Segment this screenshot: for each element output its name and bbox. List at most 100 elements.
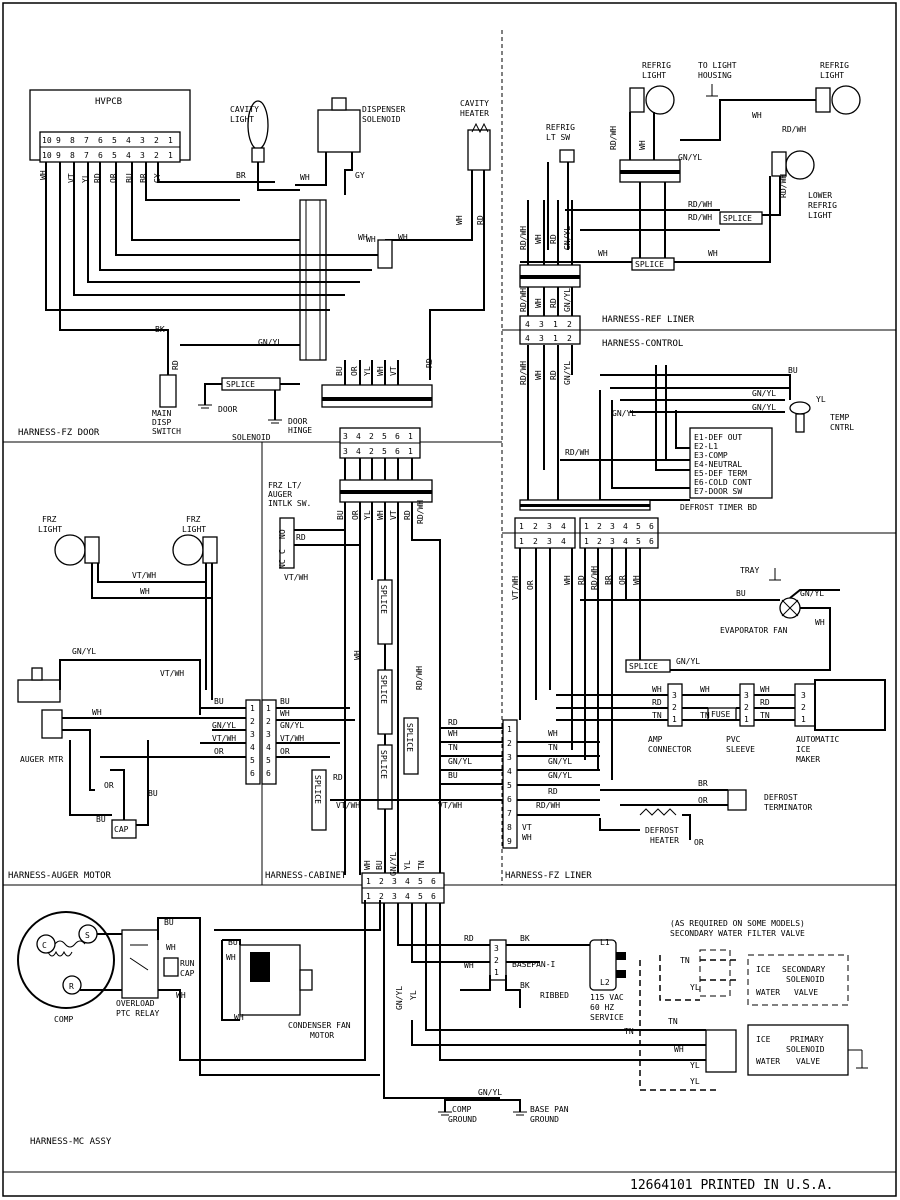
- svg-text:RD: RD: [652, 698, 662, 707]
- ref-bundle: RD/WH WH GN/YL SPLICE SPLICE RD/WH RD/WH…: [520, 112, 771, 271]
- pin-number: 2: [154, 151, 159, 160]
- svg-text:LIGHT: LIGHT: [230, 115, 254, 124]
- defrost-terminator: BR OR DEFROST TERMINATOR: [600, 779, 812, 812]
- pin-number: 2: [533, 522, 538, 531]
- compressor: C S R COMP: [17, 911, 115, 1024]
- svg-text:S: S: [85, 931, 90, 940]
- frz-lt-auger-label: FRZ LT/: [268, 481, 302, 490]
- pin-number: E3-COMP: [694, 451, 728, 460]
- pin-number: 6: [507, 795, 512, 804]
- svg-text:RD/WH: RD/WH: [590, 566, 599, 590]
- pin-number: 3: [547, 522, 552, 531]
- svg-text:YL: YL: [690, 1061, 700, 1070]
- pin-number: 4: [405, 877, 410, 886]
- secondary-water-valve: (AS REQUIRED ON SOME MODELS) SECONDARY W…: [639, 919, 849, 1091]
- svg-text:SPLICE: SPLICE: [226, 380, 255, 389]
- svg-text:GN/YL: GN/YL: [678, 153, 702, 162]
- pin-number: 2: [744, 703, 749, 712]
- pin-number: 1: [553, 320, 558, 329]
- hvpcb-wires: [45, 162, 385, 375]
- pin-number: 1: [366, 877, 371, 886]
- svg-text:WH: WH: [815, 618, 825, 627]
- svg-text:GN/YL: GN/YL: [548, 757, 572, 766]
- svg-text:WH: WH: [92, 708, 102, 717]
- section-title-control: HARNESS-CONTROL: [602, 339, 683, 349]
- svg-text:OR: OR: [694, 838, 704, 847]
- pin-number: 6: [250, 769, 255, 778]
- svg-text:WH: WH: [534, 298, 543, 308]
- svg-text:WH: WH: [376, 510, 385, 520]
- svg-text:SLEEVE: SLEEVE: [726, 745, 755, 754]
- pin-number: 3: [610, 522, 615, 531]
- svg-text:RD/WH: RD/WH: [565, 448, 589, 457]
- svg-text:SPLICE: SPLICE: [635, 260, 664, 269]
- main-disp-switch-label: MAIN: [152, 409, 171, 418]
- pin-number: 4: [623, 537, 628, 546]
- section-title-mc: HARNESS-MC ASSY: [30, 1137, 112, 1147]
- svg-text:VT: VT: [522, 823, 532, 832]
- svg-text:WH: WH: [363, 860, 372, 870]
- svg-text:RD/WH: RD/WH: [415, 666, 424, 690]
- svg-text:OR: OR: [214, 747, 224, 756]
- svg-text:WH: WH: [366, 235, 376, 244]
- pin-number: 4: [405, 892, 410, 901]
- overload-label: OVERLOAD: [116, 999, 155, 1008]
- svg-text:BU: BU: [335, 366, 344, 376]
- svg-text:CAP: CAP: [180, 969, 195, 978]
- svg-text:SPLICE: SPLICE: [405, 723, 414, 752]
- svg-text:VT/WH: VT/WH: [438, 801, 462, 810]
- svg-text:WH: WH: [563, 575, 572, 585]
- svg-text:RD/WH: RD/WH: [609, 126, 618, 150]
- pin-number: 6: [431, 892, 436, 901]
- svg-text:VT/WH: VT/WH: [511, 576, 520, 600]
- svg-text:YL: YL: [816, 395, 826, 404]
- pin-number: 9: [56, 136, 61, 145]
- section-title-auger: HARNESS-AUGER MOTOR: [8, 871, 112, 881]
- svg-text:RD: RD: [476, 215, 485, 225]
- svg-text:RD: RD: [403, 510, 412, 520]
- svg-text:WH: WH: [234, 1013, 244, 1022]
- svg-text:WH: WH: [700, 685, 710, 694]
- pin-number: 10: [42, 151, 52, 160]
- svg-text:TN: TN: [680, 956, 690, 965]
- svg-text:LIGHT: LIGHT: [808, 211, 832, 220]
- svg-text:GN/YL: GN/YL: [448, 757, 472, 766]
- svg-text:C: C: [278, 549, 287, 554]
- door-splice: SPLICE DOOR SOLENOID GN/YL: [198, 338, 300, 442]
- section-title-ref-liner: HARNESS-REF LINER: [602, 315, 695, 325]
- overload-ptc-relay: RUN CAP OVERLOAD PTC RELAY BU WH WH: [80, 900, 380, 1076]
- pin-number: 4: [250, 743, 255, 752]
- pin-number: 4: [561, 537, 566, 546]
- svg-text:WH: WH: [548, 729, 558, 738]
- pin-number: 1: [744, 715, 749, 724]
- svg-text:TN: TN: [760, 711, 770, 720]
- svg-text:WH: WH: [534, 370, 543, 380]
- pin-number: 2: [507, 739, 512, 748]
- svg-text:BK: BK: [520, 981, 530, 990]
- svg-text:L1: L1: [600, 938, 610, 947]
- svg-text:R: R: [69, 982, 74, 991]
- temp-control: TEMP CNTRL BU GN/YL GN/YL GN/YL YL: [600, 366, 854, 433]
- svg-text:WH: WH: [464, 961, 474, 970]
- svg-text:TN: TN: [417, 860, 426, 870]
- svg-text:YL: YL: [409, 990, 418, 1000]
- refrig-lt-switch: REFRIG LT SW: [546, 123, 575, 250]
- pin-number: 3: [494, 944, 499, 953]
- pin-number: 3: [547, 537, 552, 546]
- svg-text:WH: WH: [652, 685, 662, 694]
- wire-label: OR: [109, 173, 118, 183]
- pin-number: 8: [507, 823, 512, 832]
- pin-number: 4: [356, 447, 361, 456]
- svg-text:WH: WH: [632, 575, 641, 585]
- svg-text:BK: BK: [155, 325, 165, 334]
- to-light-housing-label: TO LIGHT: [698, 61, 737, 70]
- pin-number: 5: [382, 432, 387, 441]
- svg-text:RD: RD: [464, 934, 474, 943]
- pin-number: 7: [507, 809, 512, 818]
- svg-text:GN/YL: GN/YL: [280, 721, 304, 730]
- svg-text:WH: WH: [176, 991, 186, 1000]
- comp-ground-label: COMP: [452, 1105, 471, 1114]
- solenoid-label: SOLENOID: [232, 433, 271, 442]
